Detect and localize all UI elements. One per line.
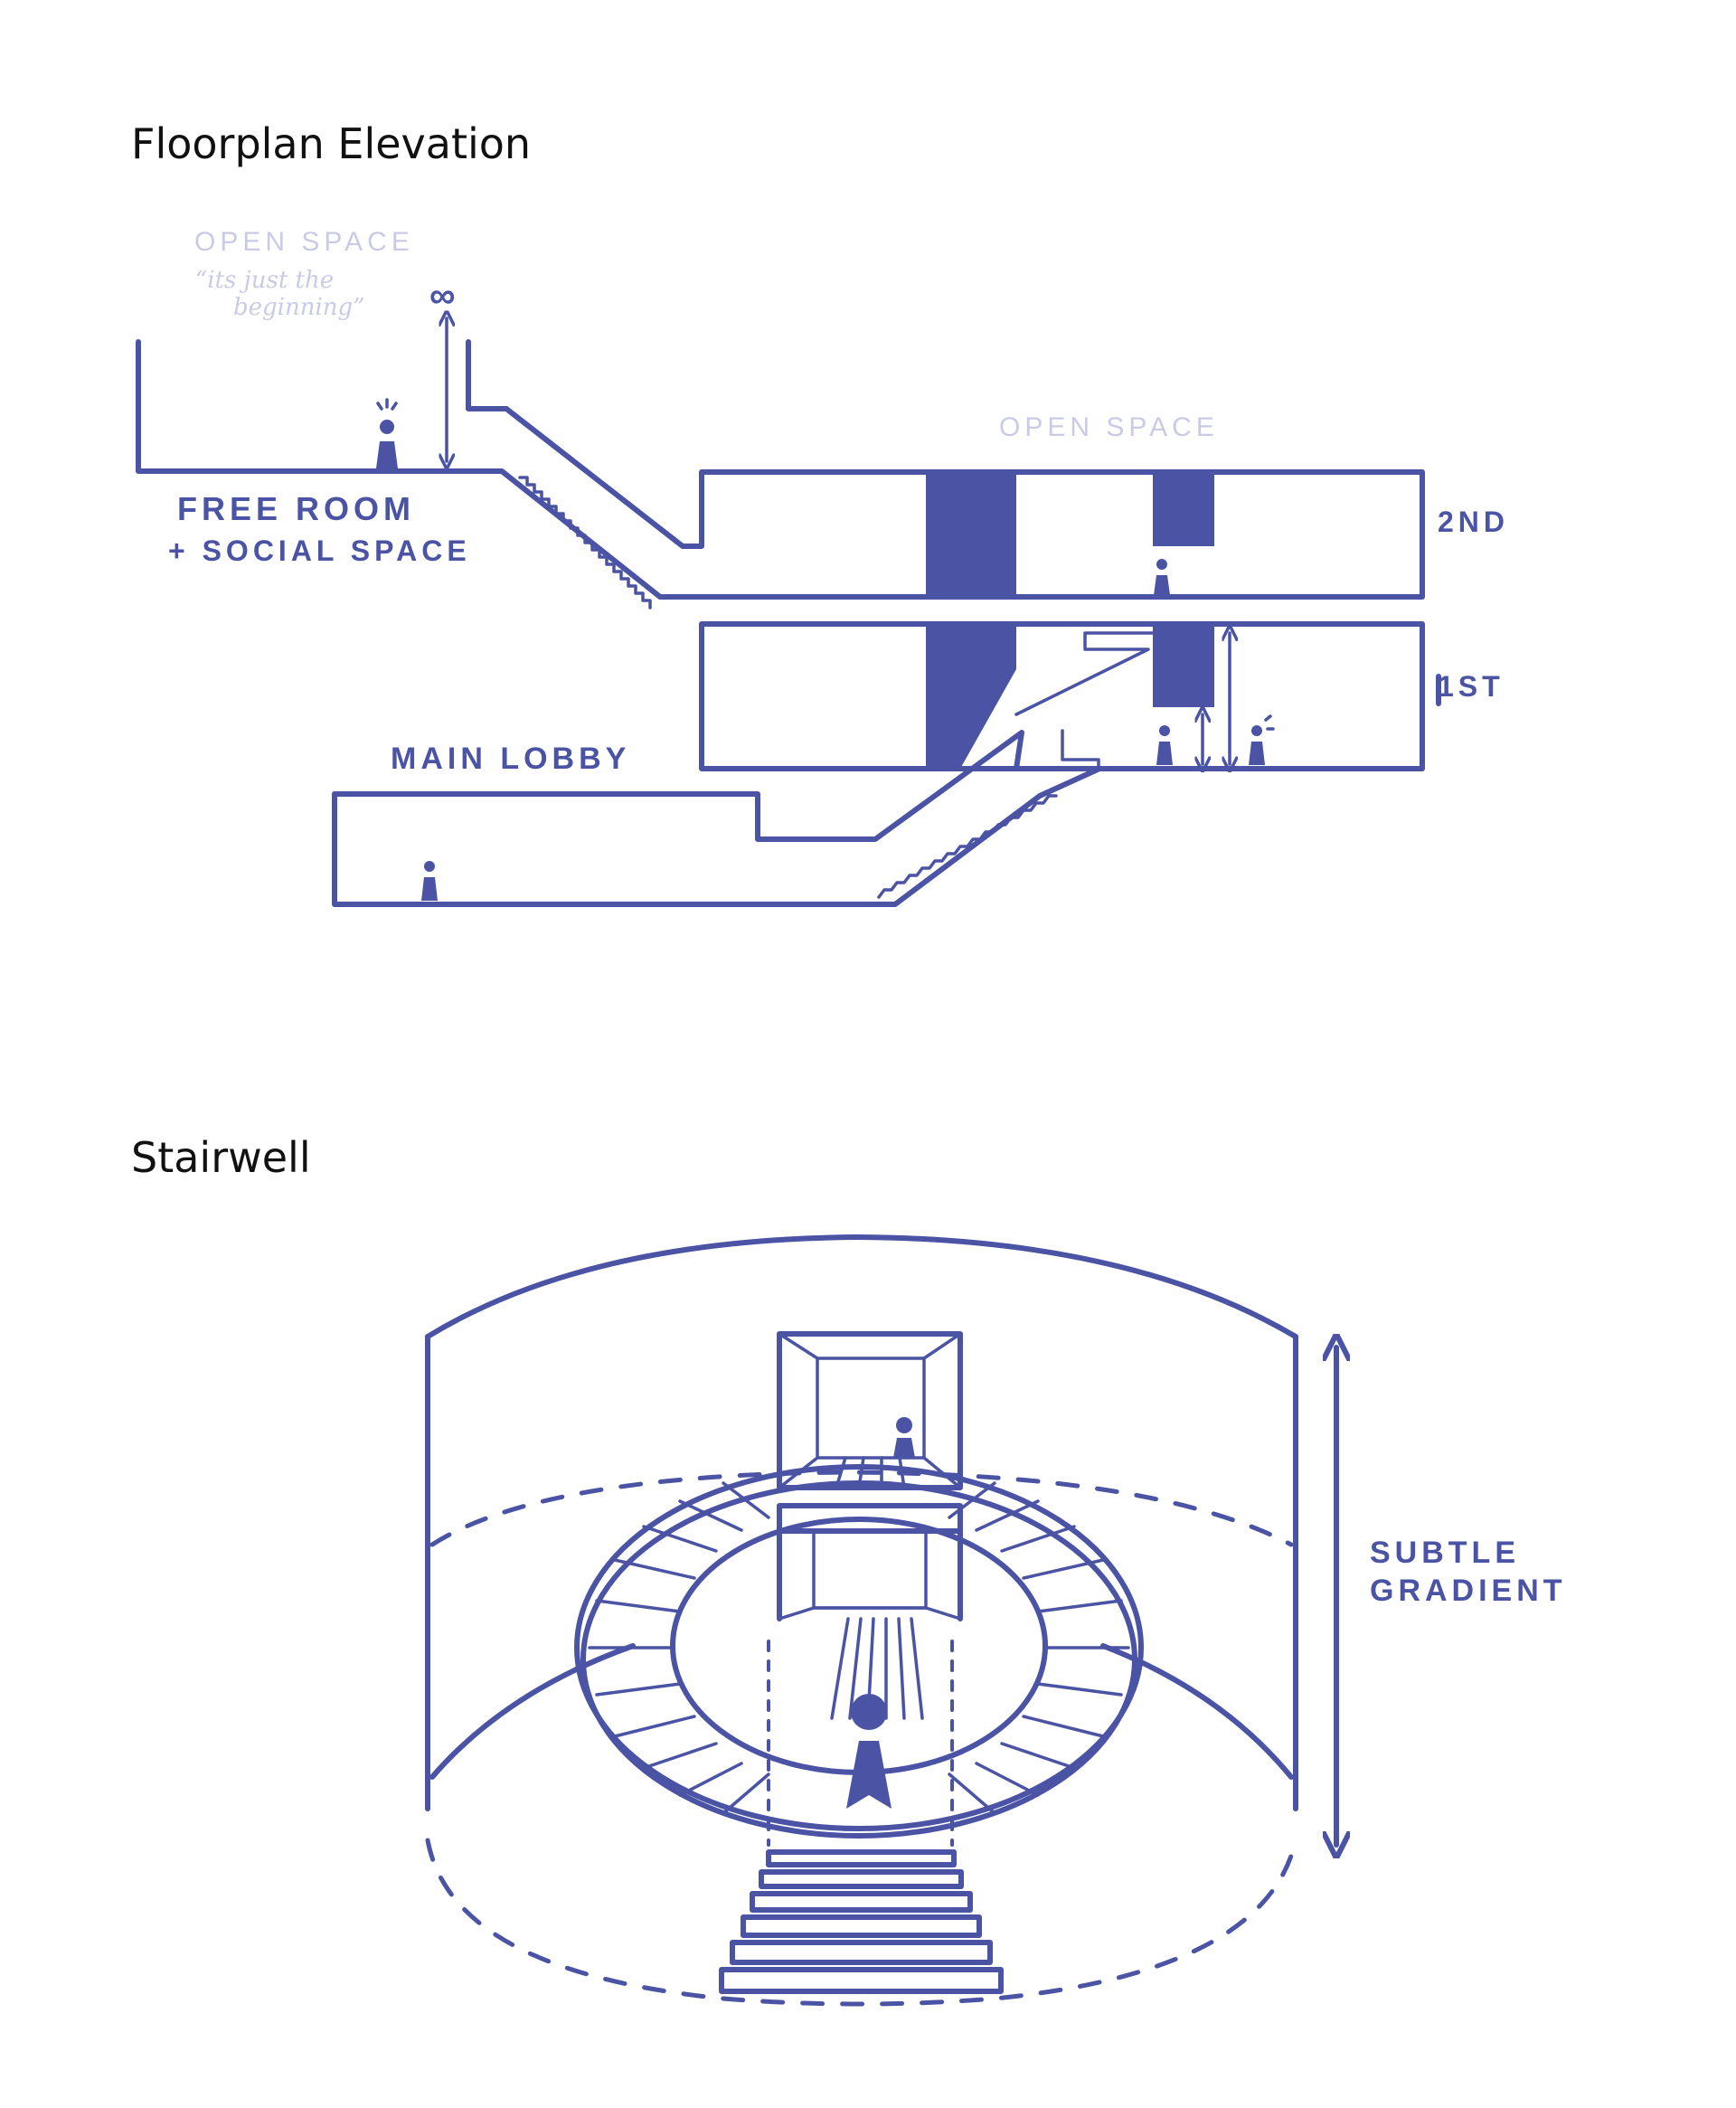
- center-stair-lines: [830, 1617, 924, 1720]
- first-floor-column-right: [1153, 624, 1214, 707]
- stairwell-title: Stairwell: [131, 1133, 311, 1182]
- person-icon: [421, 861, 438, 901]
- second-floor-column-right: [1153, 472, 1214, 546]
- open-space-note-line1: “its just the: [195, 267, 334, 294]
- main-lobby-top-edge: [332, 730, 1024, 842]
- floorplan-title: Floorplan Elevation: [131, 119, 532, 168]
- gradient-label-line1: SUBTLE: [1370, 1536, 1520, 1570]
- upper-tower-window: [816, 1356, 926, 1460]
- person-icon: [1156, 725, 1173, 765]
- person-icon: [1249, 714, 1275, 765]
- first-floor-landing: [1061, 729, 1100, 770]
- person-icon: [1154, 559, 1170, 595]
- base-dashed-ellipse: [425, 1838, 1298, 2007]
- person-icon: [893, 1417, 915, 1458]
- floor-arc-left: [429, 1643, 636, 1780]
- gradient-label-line2: GRADIENT: [1370, 1574, 1567, 1608]
- floor-1st-label: 1ST: [1438, 670, 1505, 703]
- spiral-ring-outer: [574, 1464, 1144, 1831]
- person-icon: [376, 398, 398, 468]
- mid-tower-window: [812, 1529, 928, 1610]
- floorplan-elevation-diagram: OPEN SPACE “its just the beginning” ∞ OP: [136, 227, 1509, 907]
- mid-tower-base: [778, 1606, 962, 1621]
- open-space-note-line2: beginning”: [233, 294, 364, 321]
- second-floor-outline: [466, 339, 1425, 600]
- cylinder-top-edge: [425, 1234, 1298, 1339]
- spiral-ring-treads: [588, 1481, 1130, 1815]
- free-room-label-line1: FREE ROOM: [177, 490, 415, 527]
- upper-tower-frame: [777, 1331, 963, 1490]
- main-lobby-label: MAIN LOBBY: [391, 742, 630, 776]
- central-person-icon: [846, 1694, 892, 1809]
- upper-tower-stairs: [835, 1456, 906, 1489]
- upper-stair-steps: [518, 476, 652, 610]
- free-room-wall: [136, 339, 505, 474]
- infinity-symbol: ∞: [429, 276, 460, 316]
- bottom-staircase: [719, 1849, 1004, 1994]
- lower-stair-steps: [877, 794, 1058, 899]
- first-floor-inner-stair: [1014, 631, 1155, 716]
- stairwell-diagram: SUBTLE GRADIENT: [425, 1234, 1567, 2007]
- floor-arc-right: [1100, 1643, 1294, 1780]
- free-room-label-line2: + SOCIAL SPACE: [168, 534, 471, 567]
- open-space-top-label: OPEN SPACE: [194, 227, 414, 257]
- mid-level-dashed-ellipse: [429, 1470, 1294, 1547]
- floor-2nd-label: 2ND: [1438, 506, 1509, 538]
- first-floor-column-left: [926, 624, 1016, 769]
- open-space-mid-label: OPEN SPACE: [999, 412, 1219, 442]
- second-floor-column-left: [926, 472, 1016, 597]
- main-lobby-floor: [332, 766, 1102, 907]
